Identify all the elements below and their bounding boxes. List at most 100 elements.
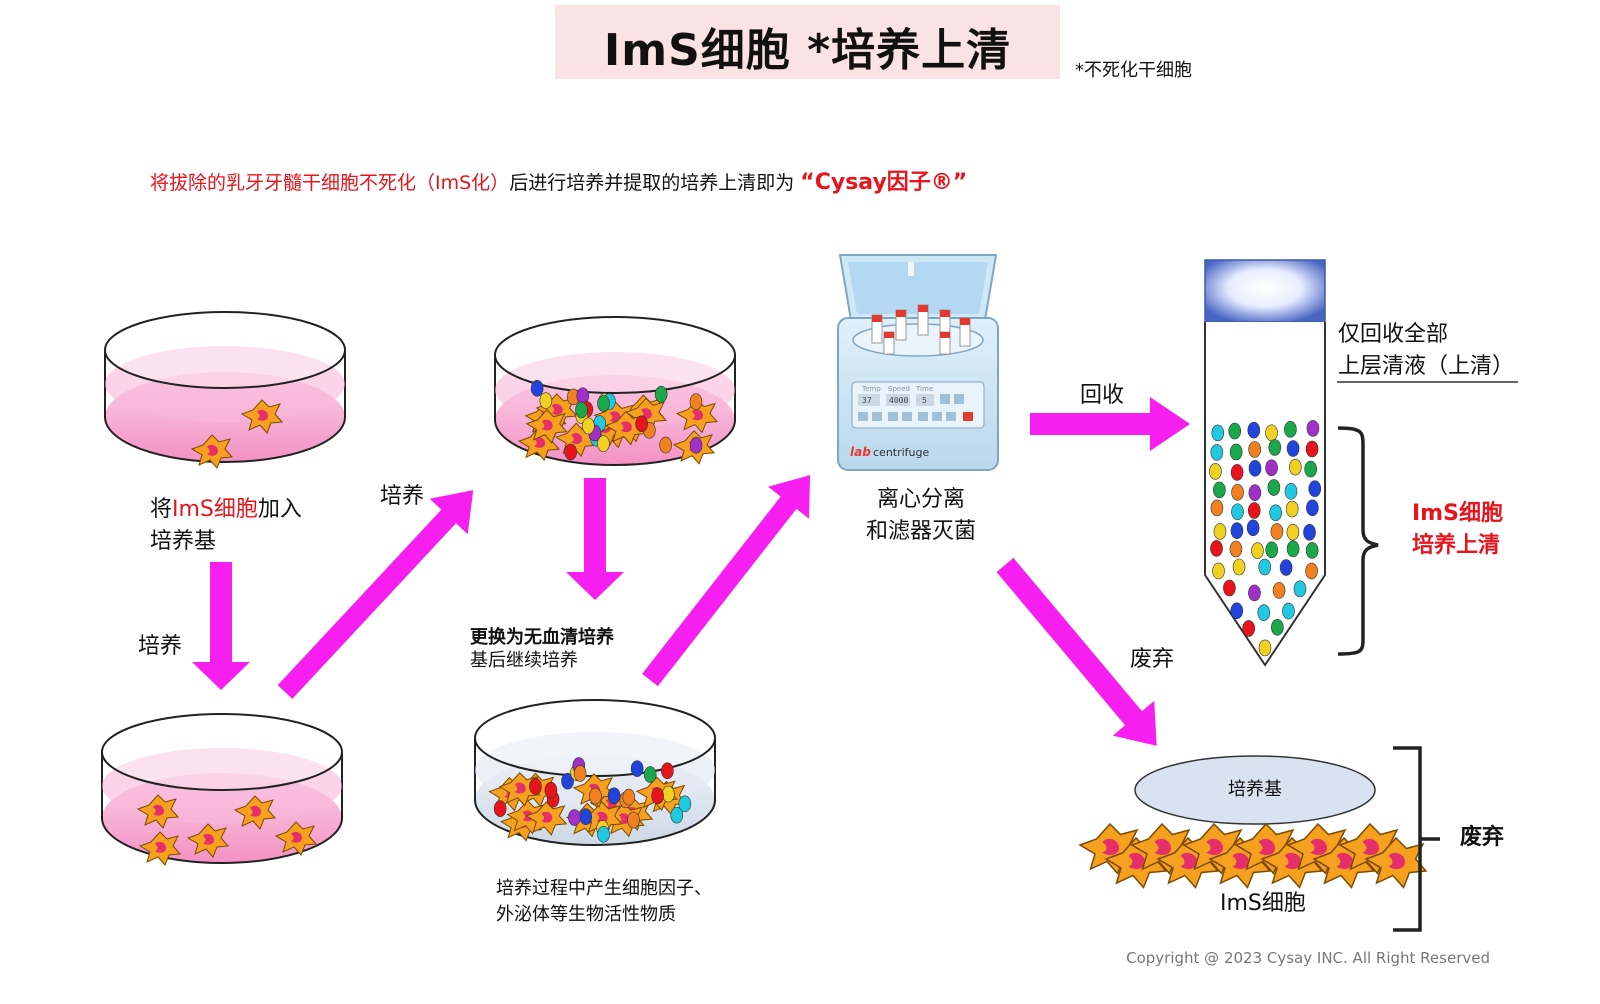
supernatant-dot (1308, 480, 1322, 497)
supernatant-dot (1293, 580, 1307, 598)
supernatant-dot (1284, 421, 1297, 438)
intro-brand: “Cysay因子®” (800, 170, 968, 195)
factor-dot (622, 788, 636, 806)
supernatant-dot (1209, 463, 1222, 480)
factor-dot (597, 395, 610, 412)
tube-note-line2: 上层清液（上清） (1338, 354, 1515, 379)
display-value-time: 5 (922, 396, 927, 405)
supernatant-bracket (1337, 426, 1379, 656)
label-add-cell: ImS细胞 (172, 497, 258, 522)
factor-dot (654, 385, 668, 403)
tube-note-line1: 仅回收全部 (1338, 322, 1449, 347)
supernatant-dot (1251, 542, 1264, 559)
factor-dot (597, 825, 610, 843)
dish-serum-free (474, 699, 716, 846)
factor-dot (627, 811, 640, 829)
supernatant-dot (1282, 602, 1295, 620)
supernatant-dot (1305, 562, 1318, 580)
factor-dot (662, 785, 675, 803)
factor-dot (564, 443, 577, 461)
factor-dot (493, 800, 507, 817)
display-label-speed: Speed (888, 385, 910, 393)
supernatant-dot (1267, 479, 1281, 496)
arrow-to-centrifuge (642, 475, 811, 687)
supernatant-label-line2: 培养上清 (1412, 533, 1501, 558)
title-background (555, 5, 1060, 79)
supernatant-dot (1211, 424, 1225, 442)
factor-dot (561, 772, 574, 790)
supernatant-dot (1248, 584, 1261, 602)
supernatant-dot (1284, 483, 1298, 500)
supernatant-dot (1286, 523, 1300, 541)
label-culture-1: 培养 (138, 634, 183, 659)
display-value-speed: 4000 (889, 396, 908, 405)
supernatant-dot (1305, 542, 1319, 559)
waste-cells-label: ImS细胞 (1220, 891, 1306, 916)
factor-dot (575, 401, 588, 419)
supernatant-dot (1286, 540, 1300, 558)
arrow-replace-down (566, 478, 624, 600)
supernatant-dot (1248, 484, 1262, 501)
supernatant-dot (1285, 500, 1299, 518)
label-discard: 废弃 (1130, 647, 1175, 672)
rotor-tubes (871, 304, 971, 355)
factor-dot (568, 809, 581, 826)
factor-dot (589, 787, 602, 805)
title-footnote: *不死化干细胞 (1075, 60, 1192, 81)
label-recover: 回收 (1080, 383, 1125, 408)
supernatant-dot (1265, 424, 1278, 442)
supernatant-dot (1230, 464, 1244, 481)
supernatant-dot (1286, 440, 1300, 457)
supernatant-label-line1: ImS细胞 (1412, 501, 1503, 526)
label-centrifuge-line1: 离心分离 (877, 487, 966, 512)
dish-with-factors (494, 316, 736, 466)
supernatant-dot (1231, 484, 1244, 501)
centrifuge-brand-lab: lab (850, 445, 871, 459)
factor-dot (670, 806, 684, 824)
supernatant-dot (1212, 562, 1225, 580)
factor-dot (579, 808, 593, 826)
waste-medium-label: 培养基 (1228, 779, 1282, 800)
supernatant-dot (1232, 558, 1246, 576)
supernatant-dot (1247, 502, 1261, 519)
factor-dot (689, 393, 703, 411)
supernatant-dot (1265, 459, 1278, 477)
factor-dot (678, 795, 692, 813)
factor-dot (661, 762, 674, 780)
centrifuge-display: Temp Speed Time (861, 385, 933, 393)
supernatant-dot (1248, 460, 1262, 477)
supernatant-dot (1305, 440, 1319, 458)
supernatant-dot (1270, 523, 1284, 540)
factor-dot (530, 380, 544, 397)
supernatant-dot (1229, 540, 1243, 558)
supernatant-dot (1268, 439, 1282, 456)
supernatant-dot (1228, 422, 1242, 440)
collection-tube (1204, 259, 1326, 667)
supernatant-dot (1289, 458, 1302, 476)
display-label-time: Time (915, 385, 933, 393)
dish-cultured (101, 713, 343, 866)
factor-dot (630, 760, 644, 777)
supernatant-dot (1279, 559, 1293, 576)
label-product-line2: 外泌体等生物活性物质 (496, 904, 676, 925)
label-add-cells: 将ImS细胞加入 培养基 (150, 494, 302, 558)
centrifuge-brand-name: centrifuge (873, 446, 930, 459)
arrow-culture-up (277, 490, 474, 699)
supernatant-dot (1272, 582, 1286, 599)
supernatant-dot (1230, 602, 1244, 620)
supernatant-dot (1265, 541, 1279, 559)
supernatant-dot (1242, 620, 1255, 637)
arrow-recover (1030, 397, 1190, 451)
label-product-line1: 培养过程中产生细胞因子、 (496, 878, 712, 899)
supernatant-dot (1213, 481, 1226, 499)
factor-dot (597, 435, 610, 452)
waste-discard-label: 废弃 (1460, 825, 1505, 850)
factor-dot (539, 392, 553, 409)
arrow-culture-down (192, 562, 250, 690)
supernatant-dot (1303, 524, 1316, 541)
stop-button-icon (963, 412, 973, 421)
supernatant-dot (1246, 519, 1260, 537)
supernatant-dot (1210, 444, 1224, 461)
display-label-temp: Temp (861, 385, 881, 393)
page-title: ImS细胞 *培养上清 (603, 25, 1012, 76)
